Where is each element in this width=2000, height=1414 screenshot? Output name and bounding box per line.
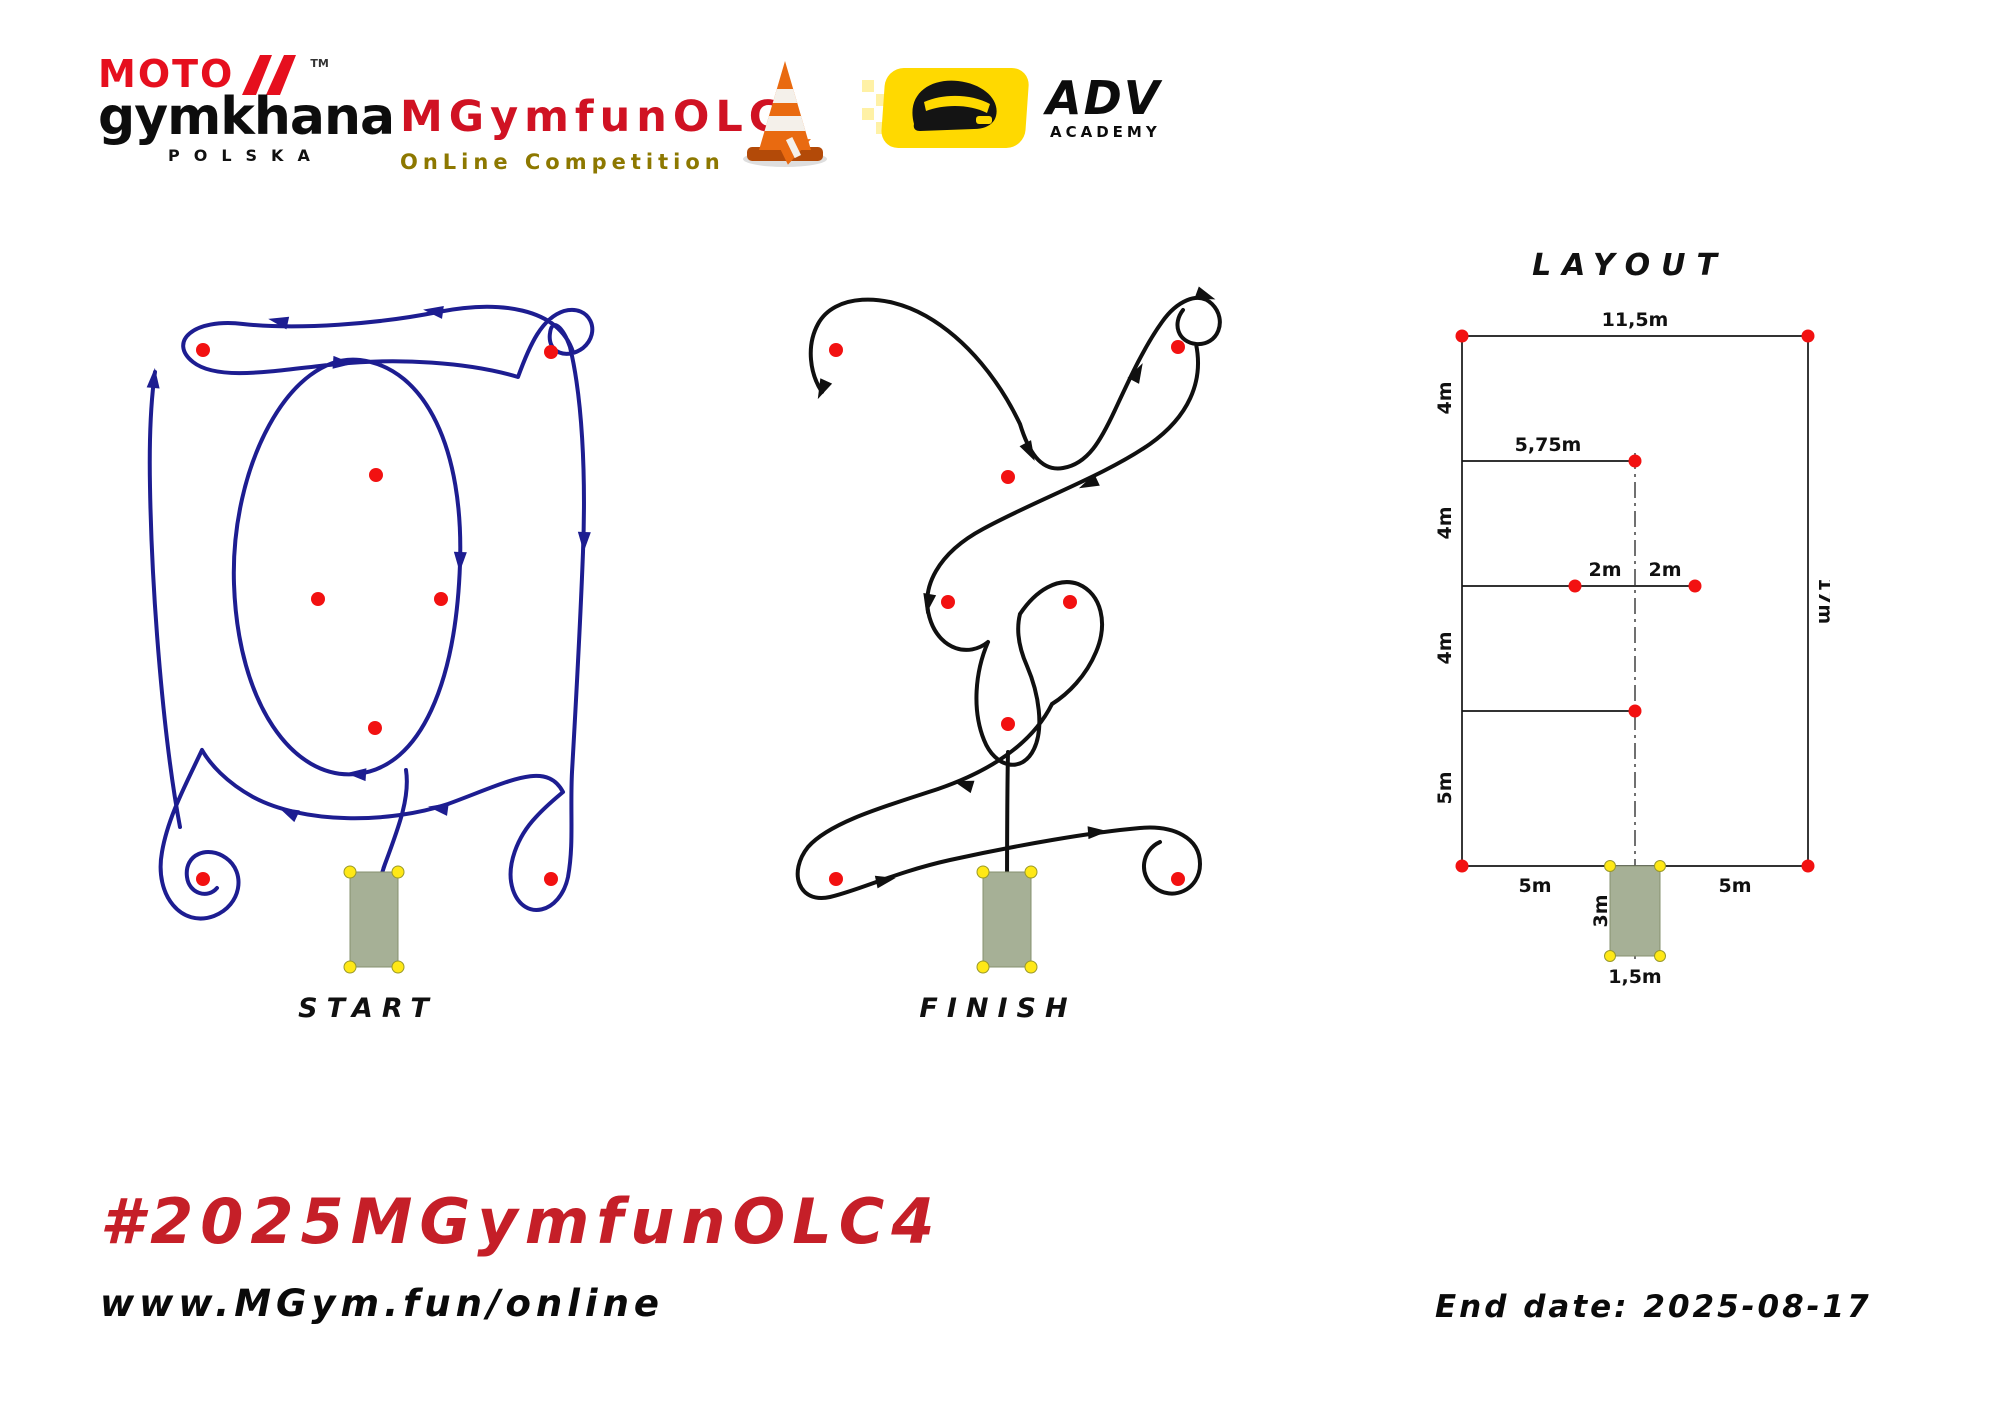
footer-end-date: End date: 2025-08-17	[1435, 1289, 1872, 1325]
layout-svg: 11,5m 5,75m 2m 2m 5m 5m 1,5m 4m 4m 4m 5m…	[1434, 309, 1836, 988]
finish-course-path	[795, 296, 1222, 922]
dim-total-height: 17m	[1814, 578, 1830, 624]
moto-gymkhana-logo: MOTO TM gymkhana POLSKA	[98, 55, 418, 165]
start-course-diagram: START	[138, 232, 598, 1024]
finish-label: FINISH	[919, 993, 1077, 1024]
academy-text: ACADEMY	[1050, 123, 1161, 141]
event-subtitle: OnLine Competition	[400, 150, 725, 174]
dim-box-width: 1,5m	[1608, 966, 1661, 988]
dim-bottom-right: 5m	[1718, 875, 1751, 897]
finish-course-diagram: FINISH	[768, 232, 1228, 1024]
layout-box	[1609, 865, 1661, 957]
finish-box	[982, 871, 1032, 968]
adv-academy-logo: ADV ACADEMY	[862, 66, 1161, 150]
event-title-block: MGymfunOLC OnLine Competition	[400, 92, 786, 174]
layout-box-corner-dots	[1604, 860, 1666, 962]
start-course-path	[147, 304, 595, 964]
layout-cones	[1455, 329, 1815, 873]
adv-text: ADV	[1046, 71, 1162, 125]
dim-bottom-left: 5m	[1518, 875, 1551, 897]
dim-half-width: 5,75m	[1515, 434, 1582, 456]
dim-seg-mid2: 4m	[1434, 631, 1456, 664]
dim-seg-top: 4m	[1434, 381, 1456, 414]
logo-zigzag-icon	[242, 55, 297, 95]
finish-course-cones	[829, 340, 1185, 886]
gymkhana-text: gymkhana	[98, 87, 395, 147]
trademark-text: TM	[310, 57, 329, 70]
dim-seg-mid1: 4m	[1434, 506, 1456, 539]
footer-website: www.MGym.fun/online	[100, 1282, 665, 1325]
dim-seg-bottom: 5m	[1434, 771, 1456, 804]
polska-text: POLSKA	[168, 146, 324, 166]
layout-title: LAYOUT	[1532, 248, 1728, 283]
start-label: START	[298, 993, 438, 1024]
start-course-cones	[196, 343, 558, 886]
finish-course-svg	[795, 286, 1222, 974]
dim-offset-left: 2m	[1588, 559, 1621, 581]
footer-hashtag: #2025MGymfunOLC4	[100, 1185, 942, 1258]
finish-box-corner-dots	[976, 865, 1038, 974]
start-box-corner-dots	[343, 865, 405, 974]
traffic-cone-icon	[735, 55, 835, 174]
moto-text: MOTO	[98, 52, 235, 96]
dim-box-height: 3m	[1590, 894, 1612, 927]
helmet-badge-icon	[862, 68, 1029, 148]
start-box	[349, 871, 399, 968]
start-course-svg	[146, 304, 595, 974]
layout-diagram: LAYOUT	[1430, 248, 1836, 995]
dim-total-width: 11,5m	[1602, 309, 1669, 331]
dim-offset-right: 2m	[1648, 559, 1681, 581]
finish-course-arrows	[817, 286, 1216, 946]
event-title: MGymfunOLC	[400, 92, 787, 142]
